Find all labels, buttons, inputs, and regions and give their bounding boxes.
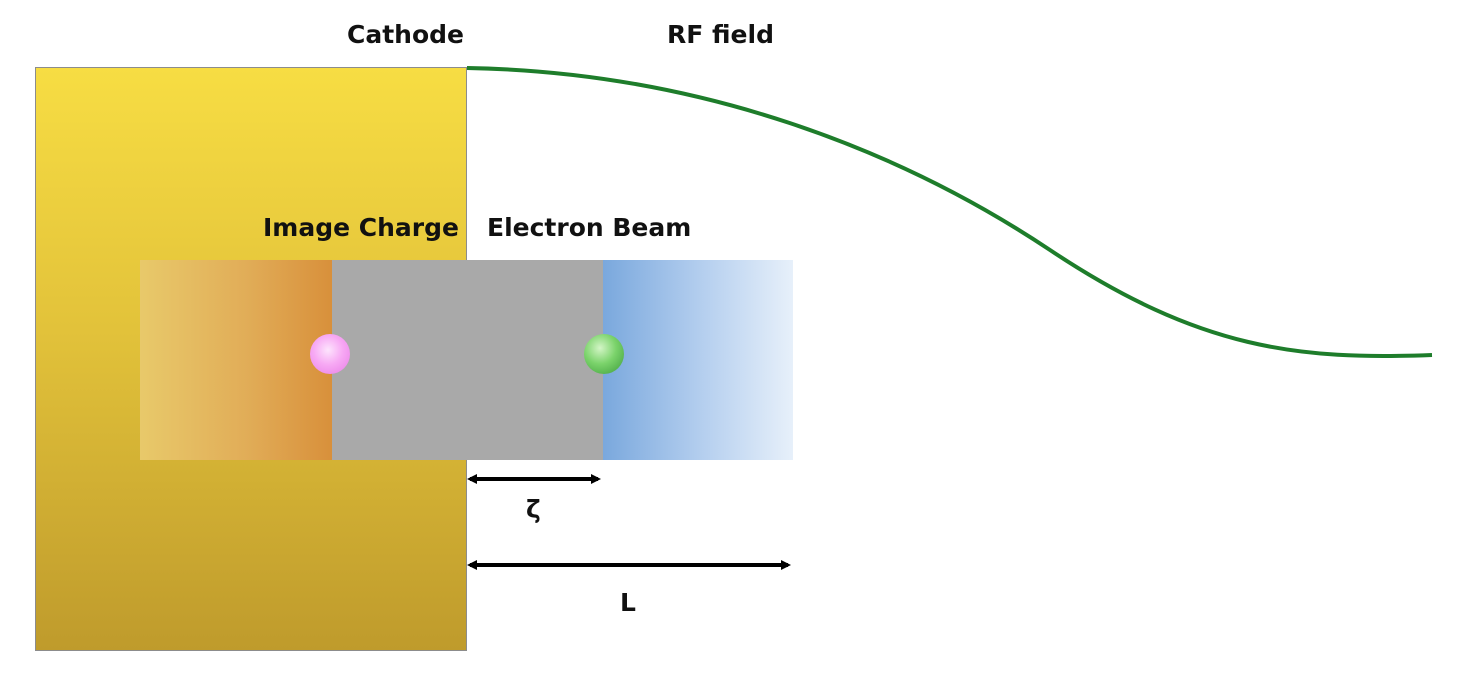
length-label: L xyxy=(620,588,636,617)
charge-gap-region xyxy=(332,260,603,460)
electron-particle xyxy=(584,334,624,374)
image-charge-label: Image Charge xyxy=(263,213,459,242)
image-charge-particle xyxy=(310,334,350,374)
image-charge-region xyxy=(140,260,332,460)
rf-field-label: RF field xyxy=(667,20,774,49)
rf-field-curve xyxy=(466,66,1433,359)
cathode-label: Cathode xyxy=(347,20,464,49)
electron-beam-label: Electron Beam xyxy=(487,213,692,242)
electron-beam-region xyxy=(603,260,793,460)
zeta-label: ζ xyxy=(526,495,541,524)
